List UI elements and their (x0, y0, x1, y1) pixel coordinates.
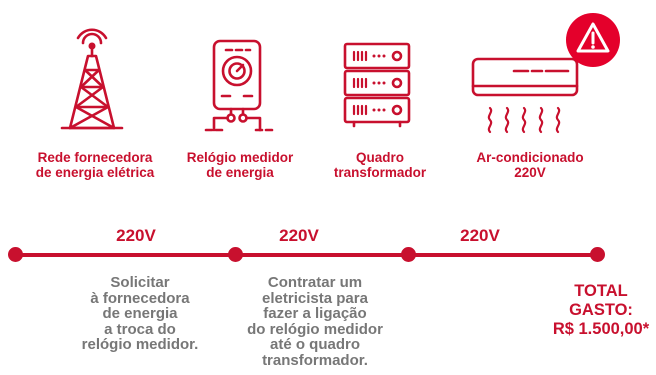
voltage-label-1: 220V (116, 226, 156, 245)
total-cost: TOTAL GASTO: R$ 1.500,00* (552, 282, 650, 338)
energy-meter-icon (204, 38, 274, 134)
voltage-label-3: 220V (460, 226, 500, 245)
item-label-energy-meter: Relógio medidor de energia (186, 150, 294, 180)
item-label-transformer-panel: Quadro transformador (333, 150, 427, 180)
item-label-air-conditioner: Ar-condicionado 220V (476, 150, 584, 180)
warning-icon (565, 12, 621, 68)
air-conditioner-icon (470, 56, 582, 136)
step-text-2: Contratar um eletricista para fazer a li… (247, 274, 383, 369)
step-text-1: Solicitar à fornecedora de energia a tro… (81, 274, 199, 353)
timeline-dot-2 (228, 247, 243, 262)
voltage-label-2: 220V (279, 226, 319, 245)
timeline-dot-4 (590, 247, 605, 262)
transformer-panel-icon (342, 42, 412, 128)
timeline-line (16, 253, 601, 257)
timeline-dot-3 (401, 247, 416, 262)
item-label-supplier-network: Rede fornecedora de energia elétrica (35, 150, 155, 180)
transmission-tower-icon (60, 24, 124, 134)
timeline-dot-1 (8, 247, 23, 262)
